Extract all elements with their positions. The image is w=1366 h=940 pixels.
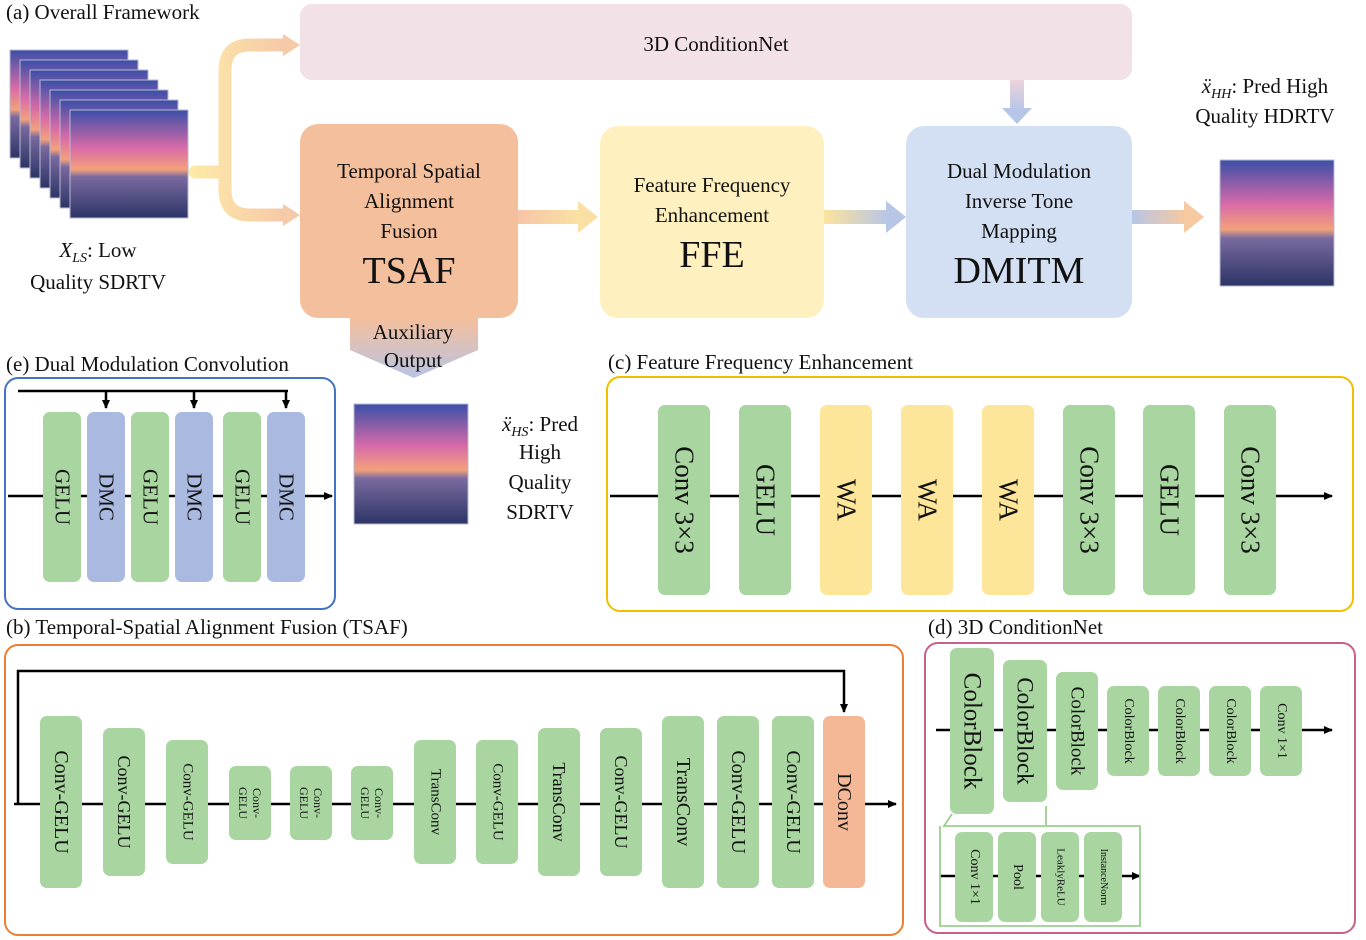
panel-b-title: (b) Temporal-Spatial Alignment Fusion (T… [6, 615, 408, 639]
tsaf-block: Temporal Spatial Alignment Fusion TSAF [300, 124, 518, 318]
ffe-block-wa-3: WA [982, 405, 1034, 595]
aux-output-label: ẍHS: Pred [501, 412, 579, 441]
dmitm-line2: Inverse Tone [964, 189, 1074, 213]
tsaf-block-conv-gelu-3: Conv-GELU [166, 740, 208, 864]
aux-output-thumbnail [353, 403, 469, 525]
ffe-line1: Feature Frequency [633, 173, 791, 197]
colorblock-sub-pool: Pool [998, 832, 1036, 922]
ffe-block-conv-1: Conv 3×3 [658, 405, 710, 595]
colorblock-sub-conv1x1: Conv 1×1 [955, 832, 993, 922]
dmc-block-dmc-3: DMC [267, 412, 305, 582]
aux-output-line3: Quality [508, 470, 572, 494]
tsaf-block-conv-gelu-7: Conv-GELU [476, 740, 518, 864]
dmitm-line1: Dual Modulation [946, 159, 1092, 183]
ffe-block-gelu-1: GELU [739, 405, 791, 595]
panel-a-title: (a) Overall Framework [6, 0, 200, 24]
cond-colorblock-1: ColorBlock [950, 648, 994, 814]
cond-colorblock-6: ColorBlock [1209, 686, 1251, 776]
ffe-line2: Enhancement [654, 203, 770, 227]
input-label: XLS: Low [59, 238, 137, 267]
input-label-line2: Quality SDRTV [30, 270, 166, 294]
aux-label-line2: Output [383, 348, 443, 372]
panel-c-title: (c) Feature Frequency Enhancement [608, 350, 913, 374]
tsaf-block-transconv-1: TransConv [414, 740, 456, 864]
dmitm-abbr: DMITM [953, 250, 1085, 292]
dmc-block-gelu-2: GELU [131, 412, 169, 582]
dmc-block-dmc-1: DMC [87, 412, 125, 582]
tsaf-block-conv-gelu-8: Conv-GELU [600, 728, 642, 876]
tsaf-block-conv-gelu-4: Conv-GELU [229, 766, 271, 840]
dmc-block-gelu-3: GELU [223, 412, 261, 582]
cond-colorblock-3: ColorBlock [1056, 672, 1098, 790]
tsaf-block-conv-gelu-10: Conv-GELU [772, 716, 814, 888]
panel-d-frame [924, 642, 1356, 934]
colorblock-sub-instancenorm: InstanceNorm [1084, 832, 1122, 922]
panel-e-title: (e) Dual Modulation Convolution [6, 352, 289, 376]
dmitm-block: Dual Modulation Inverse Tone Mapping DMI… [906, 126, 1132, 318]
dmitm-line3: Mapping [981, 219, 1057, 243]
cond-colorblock-5: ColorBlock [1158, 686, 1200, 776]
tsaf-block-conv-gelu-5: Conv-GELU [290, 766, 332, 840]
tsaf-block-transconv-2: TransConv [538, 728, 580, 876]
tsaf-block-conv-gelu-1: Conv-GELU [40, 716, 82, 888]
ffe-block-wa-1: WA [820, 405, 872, 595]
panel-d-title: (d) 3D ConditionNet [928, 615, 1103, 639]
tsaf-block-transconv-3: TransConv [662, 716, 704, 888]
tsaf-line1: Temporal Spatial [337, 159, 481, 183]
cond-colorblock-2: ColorBlock [1003, 660, 1047, 802]
output-hdr-thumbnail [1219, 159, 1335, 287]
input-frame-stack [9, 49, 189, 219]
tsaf-block-conv-gelu-9: Conv-GELU [717, 716, 759, 888]
condnet-box: 3D ConditionNet [300, 4, 1132, 80]
output-label-line2: Quality HDRTV [1195, 104, 1335, 128]
aux-label-line1: Auxiliary [372, 320, 454, 344]
aux-output-line4: SDRTV [506, 500, 574, 524]
panel-b-frame [4, 644, 904, 936]
cond-conv1x1: Conv 1×1 [1260, 686, 1302, 776]
ffe-block-conv-2: Conv 3×3 [1063, 405, 1115, 595]
tsaf-block-conv-gelu-6: Conv-GELU [351, 766, 393, 840]
ffe-block-gelu-2: GELU [1143, 405, 1195, 595]
dmc-block-dmc-2: DMC [175, 412, 213, 582]
tsaf-line2: Alignment [364, 189, 454, 213]
tsaf-line3: Fusion [380, 219, 438, 243]
ffe-block: Feature Frequency Enhancement FFE [600, 126, 824, 318]
colorblock-sub-leakyrelu: LeaklyReLU [1041, 832, 1079, 922]
condnet-label: 3D ConditionNet [643, 32, 789, 56]
ffe-abbr: FFE [679, 234, 745, 276]
tsaf-block-dconv: DConv [823, 716, 865, 888]
dmc-block-gelu-1: GELU [43, 412, 81, 582]
tsaf-block-conv-gelu-2: Conv-GELU [103, 728, 145, 876]
ffe-block-conv-3: Conv 3×3 [1224, 405, 1276, 595]
aux-output-line2: High [519, 440, 561, 464]
panel-c-frame [606, 376, 1354, 612]
ffe-block-wa-2: WA [901, 405, 953, 595]
panel-e-frame [4, 377, 336, 610]
tsaf-abbr: TSAF [362, 250, 456, 292]
cond-colorblock-4: ColorBlock [1107, 686, 1149, 776]
output-label: ẍHH: Pred High [1201, 74, 1329, 103]
